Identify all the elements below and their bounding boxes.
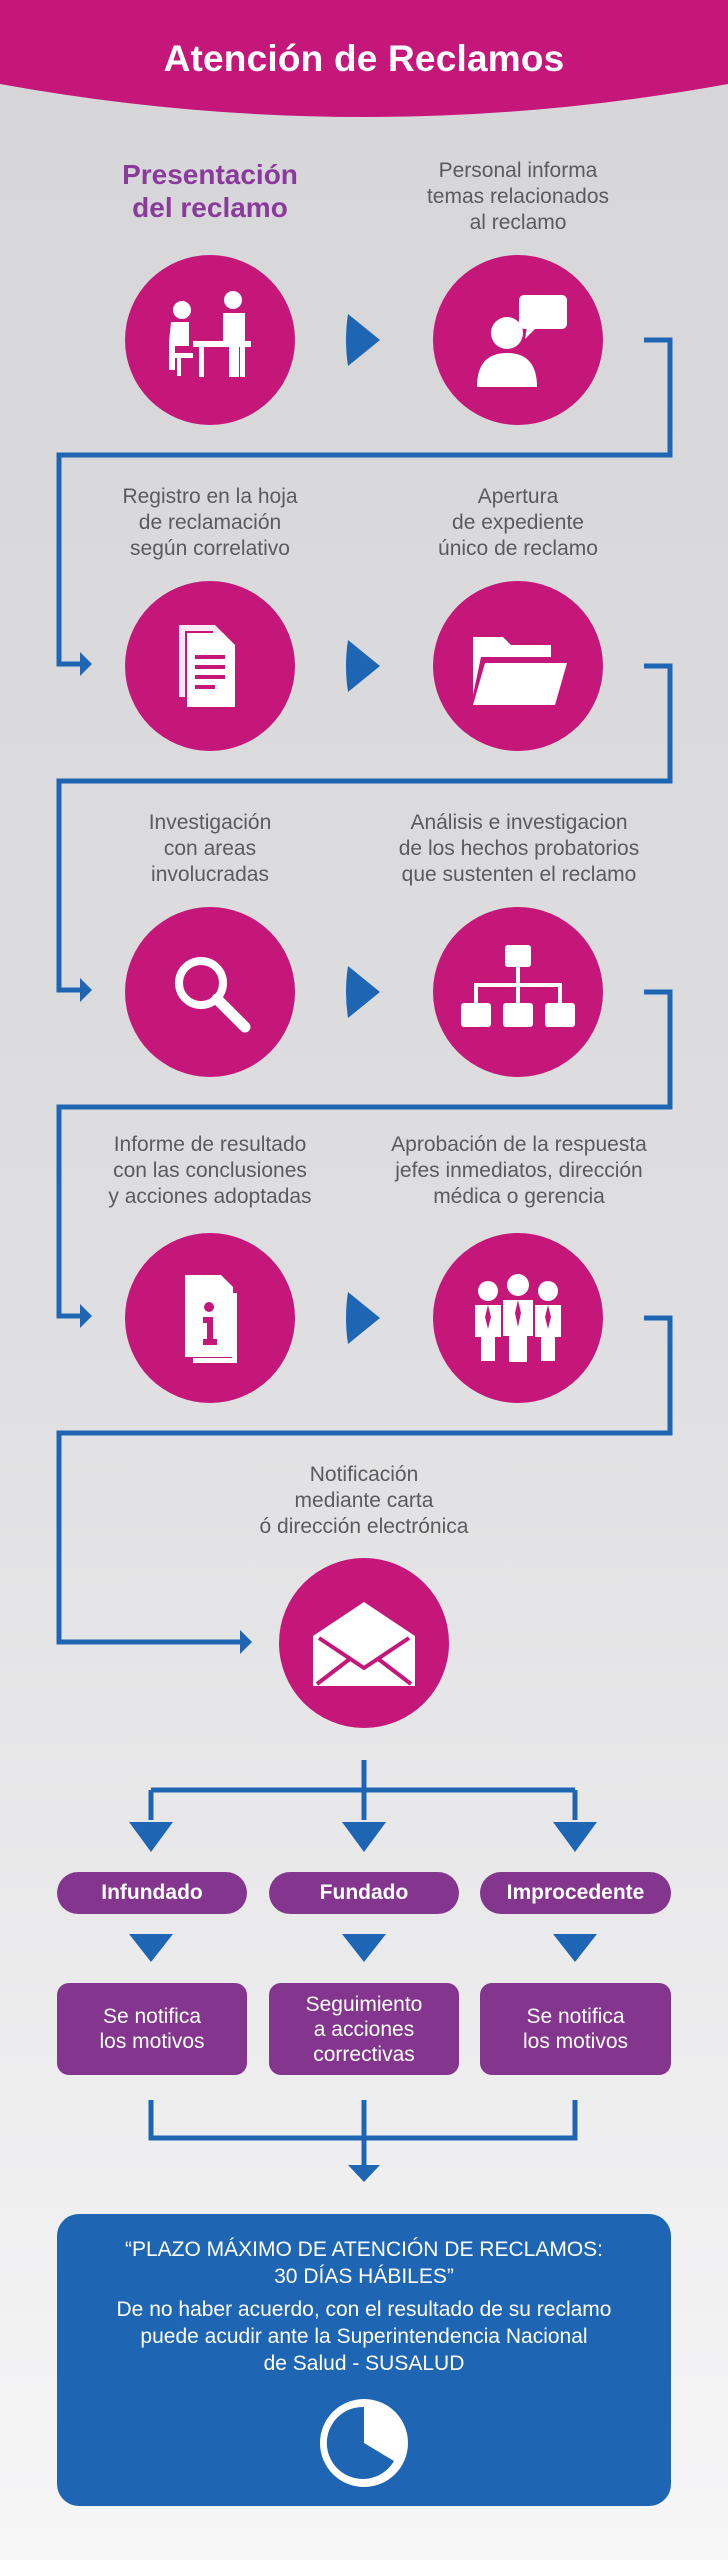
step-1-label: Presentación del reclamo: [122, 159, 298, 223]
header-banner: [0, 0, 728, 117]
outcome-improcedente: Improcedente: [480, 1872, 671, 1914]
folder-icon: [433, 581, 603, 751]
step-3-label: Registro en la hoja de reclamación según…: [122, 485, 298, 560]
step-5-label: Investigación con areas involucradas: [148, 811, 272, 886]
page-title: Atención de Reclamos: [163, 38, 565, 79]
magnifier-icon: [125, 907, 295, 1077]
result-infundado: Se notifica los motivos: [57, 1983, 247, 2075]
deadline-title: “PLAZO MÁXIMO DE ATENCIÓN DE RECLAMOS: 3…: [124, 2238, 604, 2288]
clock-icon: [320, 2399, 408, 2487]
person-speech-icon: [433, 255, 603, 425]
hierarchy-icon: [433, 907, 603, 1077]
step-2-label: Personal informa temas relacionados al r…: [426, 159, 610, 234]
step-6-label: Análisis e investigacion de los hechos p…: [398, 811, 640, 886]
deadline-info-box: “PLAZO MÁXIMO DE ATENCIÓN DE RECLAMOS: 3…: [57, 2214, 671, 2506]
step-7-label: Informe de resultado con las conclusione…: [108, 1133, 312, 1208]
step-4-label: Apertura de expediente único de reclamo: [438, 485, 598, 560]
step-9-label: Notificación mediante carta ó dirección …: [259, 1463, 469, 1538]
result-improcedente: Se notifica los motivos: [480, 1983, 671, 2075]
meeting-people-icon: [125, 255, 295, 425]
documents-icon: [125, 581, 295, 751]
result-fundado: Seguimiento a acciones correctivas: [269, 1983, 459, 2075]
info-document-icon: [125, 1233, 295, 1403]
team-icon: [433, 1233, 603, 1403]
envelope-icon: [279, 1558, 449, 1728]
deadline-body: De no haber acuerdo, con el resultado de…: [116, 2298, 612, 2375]
step-8-label: Aprobación de la respuesta jefes inmedia…: [391, 1133, 647, 1208]
outcome-infundado: Infundado: [57, 1872, 247, 1914]
outcome-fundado: Fundado: [269, 1872, 459, 1914]
